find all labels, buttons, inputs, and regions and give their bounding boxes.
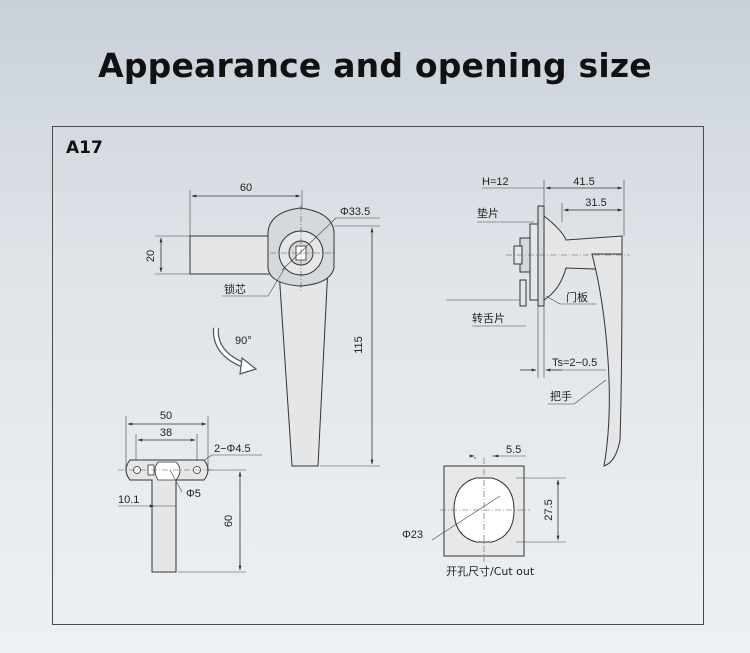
gasket xyxy=(529,223,539,301)
dim-h-12: H=12 xyxy=(482,176,509,188)
label-handle: 把手 xyxy=(550,389,572,403)
label-door-panel: 门板 xyxy=(566,290,588,304)
cam-view: 50 38 2−Φ4.5 Φ5 10.1 60 xyxy=(118,410,262,573)
dim-5-5: 5.5 xyxy=(506,444,521,456)
page-title: Appearance and opening size xyxy=(98,46,652,85)
rotation-arrow-icon xyxy=(239,356,258,375)
dim-60: 60 xyxy=(240,182,252,194)
dim-38: 38 xyxy=(160,427,172,439)
rotation-label: 90° xyxy=(235,335,252,347)
dim-41-5: 41.5 xyxy=(573,176,594,188)
dim-ts: Ts=2−0.5 xyxy=(552,357,597,369)
front-view: 60 20 Φ33.5 115 锁芯 90° xyxy=(145,182,380,467)
cutout-view: 5.5 27.5 Φ23 开孔尺寸/Cut out xyxy=(402,444,566,578)
cam-plate xyxy=(519,279,527,307)
drawing-panel xyxy=(52,126,704,625)
side-view: H=12 41.5 31.5 垫片 门板 转舌片 xyxy=(446,176,630,467)
dim-115: 115 xyxy=(353,336,365,354)
label-lock-core: 锁芯 xyxy=(224,282,246,296)
oval-slot xyxy=(154,461,181,481)
dim-phi-33-5: Φ33.5 xyxy=(340,206,370,218)
model-label: A17 xyxy=(66,138,103,158)
cam-bar xyxy=(189,235,273,275)
dim-60-vertical: 60 xyxy=(223,515,235,527)
dim-50: 50 xyxy=(160,410,172,422)
cam-plate-shape xyxy=(125,459,209,573)
label-gasket: 垫片 xyxy=(477,206,499,220)
label-cam-plate: 转舌片 xyxy=(472,311,505,325)
dim-27-5: 27.5 xyxy=(543,499,555,520)
dim-2-phi-4-5: 2−Φ4.5 xyxy=(214,443,251,455)
dim-phi-5: Φ5 xyxy=(186,488,201,500)
dim-20: 20 xyxy=(145,250,157,262)
dim-10-1: 10.1 xyxy=(118,494,139,506)
bezel xyxy=(537,205,545,307)
cutout-caption: 开孔尺寸/Cut out xyxy=(446,564,535,578)
dim-phi-23: Φ23 xyxy=(402,529,423,541)
dim-31-5: 31.5 xyxy=(585,197,606,209)
handle-grip xyxy=(591,253,623,467)
